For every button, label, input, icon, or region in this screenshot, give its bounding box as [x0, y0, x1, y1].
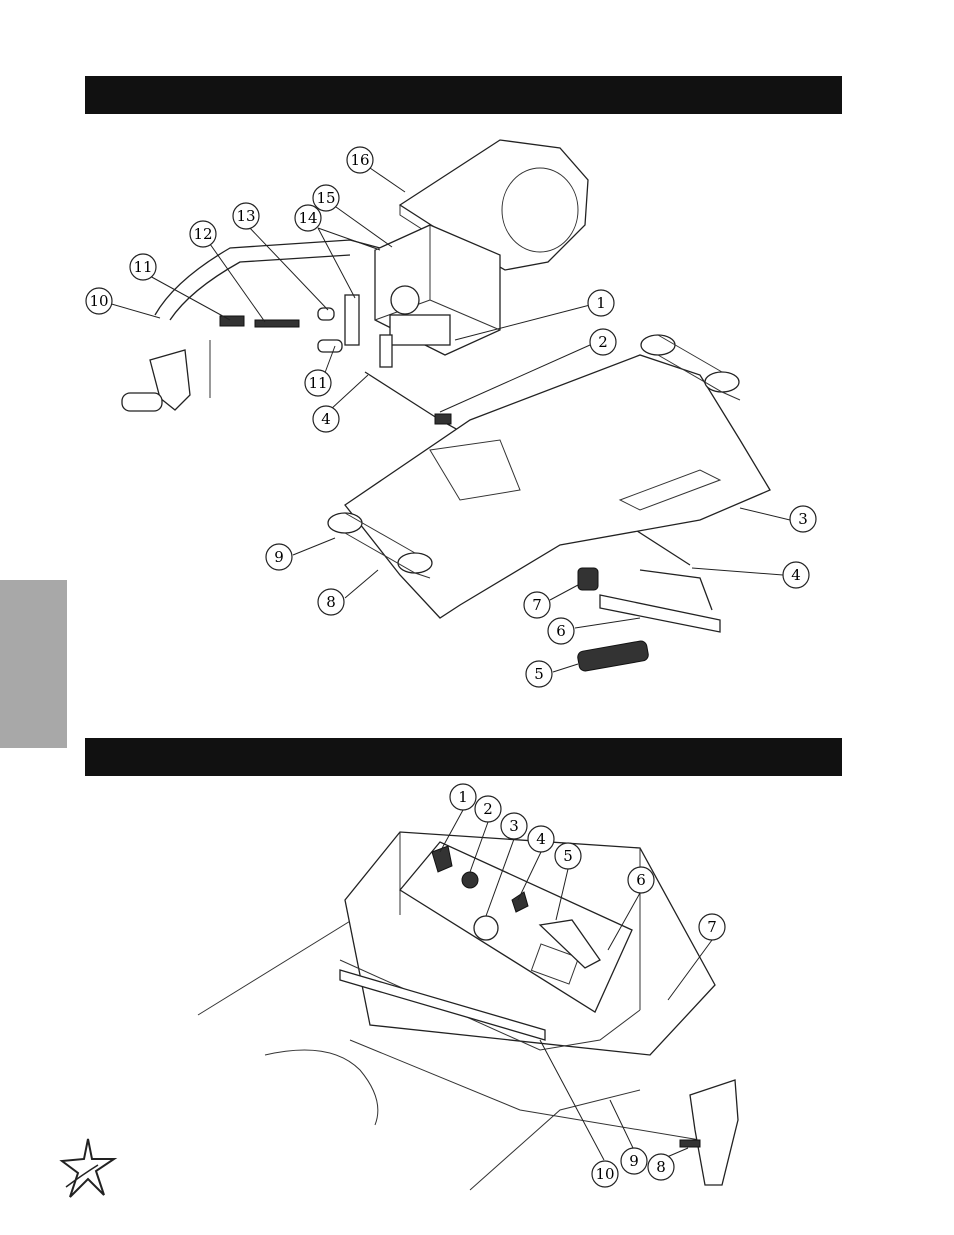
callout-4: 4: [782, 561, 810, 589]
star-logo-icon: [59, 1138, 118, 1198]
callout-label: 14: [298, 209, 317, 227]
callout-label: 10: [595, 1165, 614, 1183]
leader-lines: [439, 809, 713, 1161]
callout-16: 16: [346, 146, 374, 174]
callout-label: 8: [326, 593, 336, 611]
callout-10: 10: [591, 1160, 619, 1188]
bracket-part: [379, 334, 393, 368]
lever-handle-part: [121, 239, 381, 412]
callout-label: 11: [308, 374, 327, 392]
callout-7: 7: [523, 591, 551, 619]
threaded-rod-part: [254, 319, 300, 328]
callout-9: 9: [265, 543, 293, 571]
callout-6: 6: [547, 617, 575, 645]
callout-1: 1: [449, 783, 477, 811]
callout-label: 12: [193, 225, 212, 243]
throttle-control-part: [538, 919, 601, 969]
wheel-assembly-part: [327, 334, 741, 579]
callout-5: 5: [554, 842, 582, 870]
callout-label: 6: [556, 622, 566, 640]
callout-label: 2: [483, 800, 493, 818]
rod-end-part: [317, 339, 343, 353]
latch-bracket-part: [679, 1079, 739, 1186]
callout-2: 2: [474, 795, 502, 823]
rod-end-part: [219, 315, 245, 327]
callout-label: 13: [236, 207, 255, 225]
exploded-parts-diagram-top: 16 15 14 13 12 11 10 1 2 11 4 3 9 8 4 7 …: [85, 139, 817, 688]
exploded-parts-diagram-bottom: 1 2 3 4 5 6 7 10 9 8: [197, 783, 739, 1191]
callout-label: 15: [316, 189, 335, 207]
callout-label: 9: [629, 1152, 639, 1170]
hour-meter-part: [473, 915, 499, 941]
callout-8: 8: [647, 1153, 675, 1181]
pump-block-part: [374, 224, 501, 356]
callout-label: 6: [636, 871, 646, 889]
callout-label: 7: [532, 596, 542, 614]
callout-label: 9: [274, 548, 284, 566]
callout-14: 14: [294, 204, 322, 232]
callout-label: 7: [707, 918, 717, 936]
callout-13: 13: [232, 202, 260, 230]
foot-pedal-part: [577, 567, 721, 672]
panel-slot-part: [339, 969, 546, 1041]
callout-11: 11: [129, 253, 157, 281]
key-switch-part: [461, 871, 479, 889]
pin-part: [317, 307, 335, 321]
callout-label: 1: [596, 294, 606, 312]
callout-10: 10: [85, 287, 113, 315]
callout-label: 11: [133, 258, 152, 276]
bracket-part: [344, 294, 360, 346]
section-header-bar-bottom: [85, 738, 842, 776]
callout-15: 15: [312, 184, 340, 212]
callout-label: 2: [598, 333, 608, 351]
section-header-bar-top: [85, 76, 842, 114]
callout-label: 10: [89, 292, 108, 310]
callout-5: 5: [525, 660, 553, 688]
callout-8: 8: [317, 588, 345, 616]
side-tab-marker: [0, 580, 67, 748]
callout-1: 1: [587, 289, 615, 317]
callout-label: 8: [656, 1158, 666, 1176]
callout-12: 12: [189, 220, 217, 248]
control-panel-plate-part: [399, 841, 633, 1013]
callout-9: 9: [620, 1147, 648, 1175]
callout-label: 5: [563, 847, 573, 865]
leader-lines: [107, 167, 791, 673]
callout-6: 6: [627, 866, 655, 894]
callout-4: 4: [312, 405, 340, 433]
callout-2: 2: [589, 328, 617, 356]
callout-label: 4: [791, 566, 801, 584]
callout-label: 4: [321, 410, 331, 428]
callout-3: 3: [500, 812, 528, 840]
callout-label: 1: [458, 788, 468, 806]
callout-4: 4: [527, 825, 555, 853]
callout-label: 16: [350, 151, 369, 169]
deck-plate-part: [344, 354, 771, 619]
callout-label: 4: [536, 830, 546, 848]
callout-label: 5: [534, 665, 544, 683]
warning-light-part: [511, 891, 529, 913]
callout-7: 7: [698, 913, 726, 941]
callout-3: 3: [789, 505, 817, 533]
callout-label: 3: [798, 510, 808, 528]
callout-11: 11: [304, 369, 332, 397]
callout-label: 3: [509, 817, 519, 835]
